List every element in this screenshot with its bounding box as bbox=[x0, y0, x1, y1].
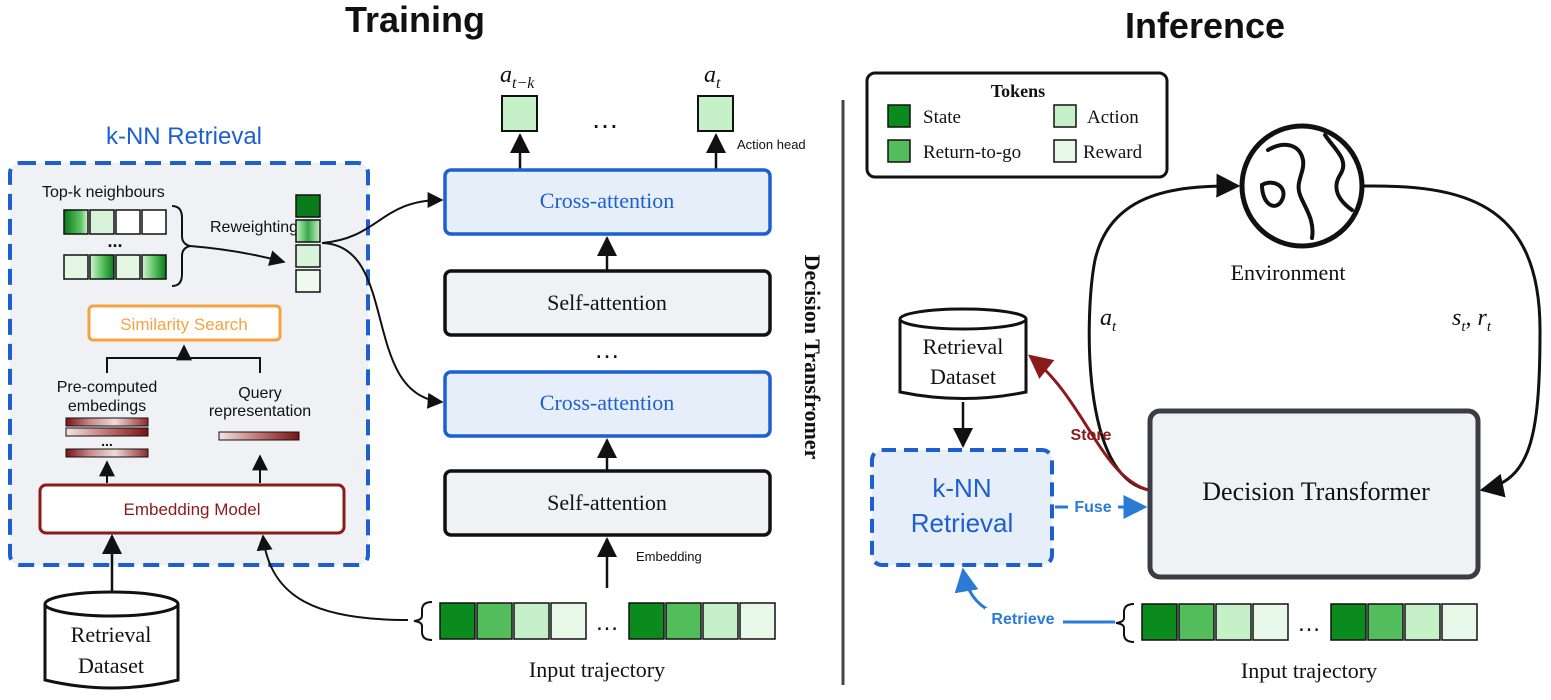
cross-attention-bottom-label: Cross-attention bbox=[540, 390, 674, 415]
reweighted-column bbox=[295, 194, 321, 293]
training-input-trajectory-label: Input trajectory bbox=[529, 657, 665, 682]
self-attention-bottom-box bbox=[443, 469, 772, 537]
cross-attention-top-label: Cross-attention bbox=[540, 188, 674, 213]
arrow-environment-to-dt bbox=[1363, 184, 1542, 498]
training-trajectory-ellipsis: … bbox=[595, 609, 619, 636]
training-title: Training bbox=[345, 0, 485, 40]
legend-title: Tokens bbox=[991, 81, 1045, 101]
action-left-label: at−k bbox=[500, 62, 535, 92]
arrow-trajectory-to-embed bbox=[256, 534, 409, 621]
topk-dots: ... bbox=[107, 231, 122, 251]
reweighting-label: Reweighting bbox=[210, 219, 298, 236]
topk-neighbour-row-1 bbox=[63, 209, 167, 235]
legend-state-label: State bbox=[923, 107, 961, 128]
legend-rtg-swatch bbox=[887, 139, 911, 163]
action-token-right bbox=[697, 95, 734, 132]
precomputed-dots: ... bbox=[101, 433, 113, 449]
state-reward-label: st, rt bbox=[1452, 305, 1492, 335]
inference-retrieval-dataset-label-1: Retrieval bbox=[923, 334, 1004, 359]
reweighting-arrow bbox=[189, 245, 286, 266]
training-trajectory-brace bbox=[413, 601, 433, 641]
inference-retrieval-dataset bbox=[898, 307, 1028, 400]
decision-transformer-label: Decision Transformer bbox=[1202, 477, 1430, 506]
arrow-store bbox=[1028, 354, 1149, 492]
query-embedding-bar bbox=[218, 431, 300, 441]
legend-rtg-label: Return-to-go bbox=[923, 142, 1021, 163]
legend-reward-swatch bbox=[1053, 139, 1077, 163]
inference-knn-box bbox=[870, 448, 1054, 567]
inference-retrieval-dataset-label-2: Dataset bbox=[930, 364, 996, 389]
cross-attention-bottom-box bbox=[443, 370, 772, 438]
query-label-1: Query bbox=[238, 385, 282, 402]
retrieve-label-bg bbox=[985, 608, 1063, 628]
retrieve-label: Retrieve bbox=[991, 611, 1054, 628]
topk-label: Top-k neighbours bbox=[42, 184, 165, 201]
tokens-legend bbox=[865, 71, 1169, 179]
fuse-label-bg bbox=[1068, 496, 1118, 516]
precomputed-embedding-bars bbox=[65, 417, 149, 458]
store-label: Store bbox=[1071, 427, 1112, 444]
action-token-left bbox=[501, 95, 538, 132]
training-retrieval-dataset bbox=[43, 590, 180, 690]
inference-trajectory-ellipsis: … bbox=[1297, 610, 1321, 637]
legend-action-swatch bbox=[1053, 104, 1077, 128]
topk-neighbour-row-2 bbox=[63, 254, 167, 280]
globe-icon bbox=[1239, 123, 1365, 249]
action-head-label: Action head bbox=[737, 137, 806, 152]
arrow-dt-to-environment bbox=[1087, 173, 1241, 492]
inference-knn-label-1: k-NN bbox=[932, 473, 991, 503]
arrow-to-cross-top bbox=[321, 192, 444, 244]
decision-transformer-vertical-label: Decision Transfromer bbox=[800, 255, 825, 460]
precomputed-label-1: Pre-computed bbox=[57, 379, 158, 396]
action-right-label: at bbox=[704, 62, 721, 92]
similarity-search-label: Similarity Search bbox=[120, 315, 248, 334]
action-a-t-label: at bbox=[1100, 305, 1117, 335]
embedding-model-label: Embedding Model bbox=[123, 500, 260, 519]
inference-input-trajectory-label: Input trajectory bbox=[1241, 658, 1377, 683]
legend-state-swatch bbox=[887, 104, 911, 128]
inference-knn-label-2: Retrieval bbox=[911, 508, 1014, 538]
training-retrieval-dataset-label-2: Dataset bbox=[78, 653, 144, 678]
similarity-search-box bbox=[87, 304, 282, 342]
decision-transformer-box bbox=[1147, 408, 1481, 580]
knn-title: k-NN Retrieval bbox=[106, 123, 262, 150]
legend-reward-label: Reward bbox=[1083, 142, 1143, 163]
environment-label: Environment bbox=[1231, 260, 1346, 285]
precomputed-label-2: embedings bbox=[68, 398, 146, 415]
cross-attention-top-box bbox=[443, 168, 772, 236]
query-label-2: representation bbox=[209, 403, 311, 420]
inference-trajectory-brace bbox=[1115, 603, 1135, 643]
inference-trajectory-tokens bbox=[1141, 603, 1478, 641]
self-attention-top-box bbox=[443, 269, 772, 337]
legend-action-label: Action bbox=[1087, 107, 1139, 128]
embedding-label: Embedding bbox=[636, 549, 702, 564]
embedding-model-box bbox=[38, 483, 346, 535]
self-attention-top-label: Self-attention bbox=[547, 290, 667, 315]
stack-ellipsis: … bbox=[594, 334, 620, 364]
training-retrieval-dataset-label-1: Retrieval bbox=[71, 622, 152, 647]
fuse-label: Fuse bbox=[1074, 499, 1111, 516]
training-trajectory-tokens bbox=[439, 602, 776, 640]
arrow-to-cross-bottom bbox=[321, 242, 444, 409]
inference-title: Inference bbox=[1125, 5, 1285, 46]
self-attention-bottom-label: Self-attention bbox=[547, 490, 667, 515]
action-ellipsis: … bbox=[591, 103, 619, 134]
